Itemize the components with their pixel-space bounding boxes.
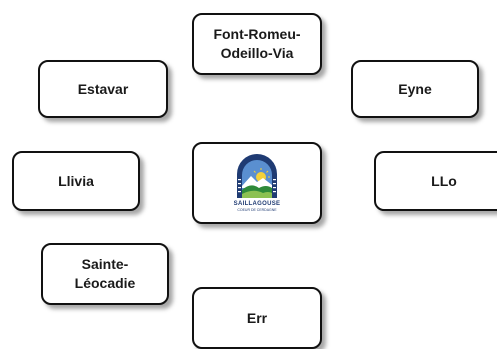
node-label: Llivia <box>58 172 94 189</box>
node-center-logo: SAILLAGOUSE COEUR DE CERDAGNE <box>192 142 322 224</box>
node-label: LLo <box>431 172 457 189</box>
node-estavar: Estavar <box>38 60 168 118</box>
node-label: Sainte- Léocadie <box>74 256 136 291</box>
node-label: Err <box>246 309 268 326</box>
node-llo: LLo <box>374 151 497 211</box>
logo-tagline: COEUR DE CERDAGNE <box>237 208 277 212</box>
node-llivia: Llivia <box>12 151 140 211</box>
node-sainte-leocadie: Sainte- Léocadie <box>41 243 169 305</box>
saillagouse-logo: SAILLAGOUSE COEUR DE CERDAGNE <box>233 154 281 212</box>
node-font-romeu-odeillo-via: Font-Romeu- Odeillo-Via <box>192 13 322 75</box>
node-label: Estavar <box>77 80 129 97</box>
node-label: Font-Romeu- Odeillo-Via <box>213 26 301 61</box>
node-eyne: Eyne <box>351 60 479 118</box>
node-label: Eyne <box>398 80 432 97</box>
logo-name: SAILLAGOUSE <box>233 201 281 207</box>
node-err: Err <box>192 287 322 349</box>
saillagouse-emblem-icon <box>237 154 277 198</box>
